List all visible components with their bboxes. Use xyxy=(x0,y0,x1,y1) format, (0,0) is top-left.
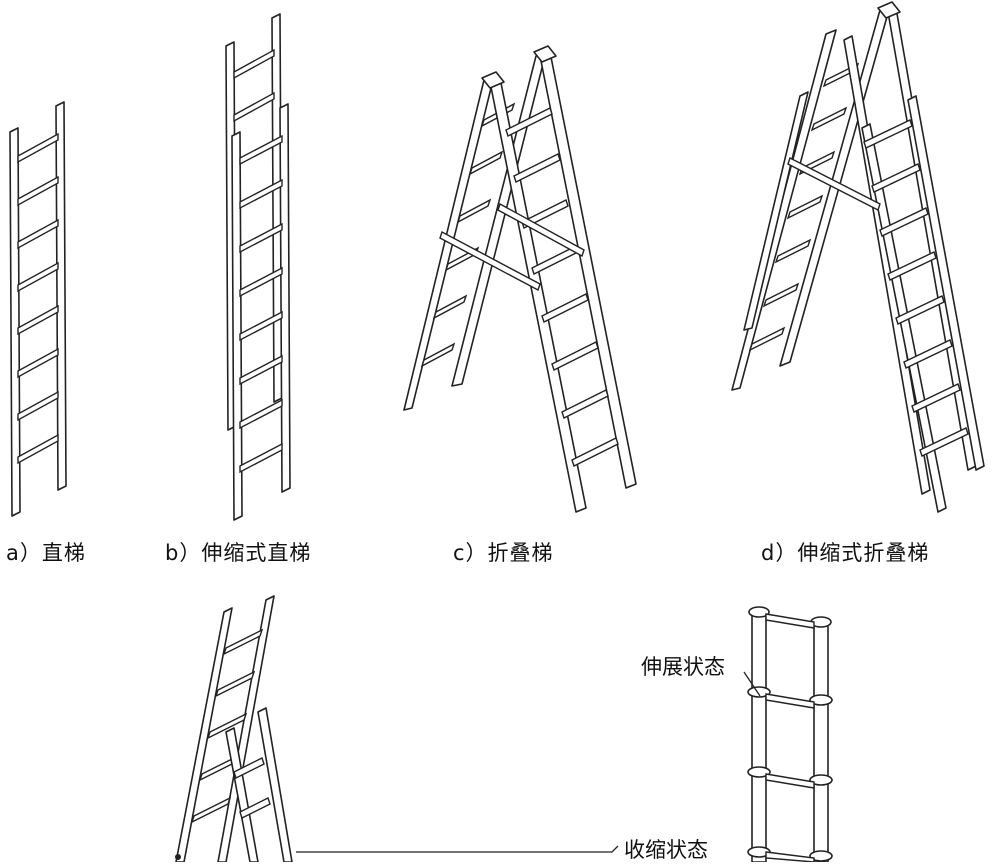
ladder-rung xyxy=(765,693,815,709)
caption-telescopic-folding-ladder: d）伸缩式折叠梯 xyxy=(761,541,930,565)
hinge-cap xyxy=(481,71,505,89)
ladder-rail xyxy=(489,77,587,513)
spreader-bar xyxy=(787,157,881,211)
telescopic-rod-ladder xyxy=(743,606,833,862)
straight-ladder xyxy=(9,101,67,517)
tube-collar xyxy=(747,766,771,778)
caption-folding-ladder: c）折叠梯 xyxy=(453,541,554,565)
telescopic-folding-ladder xyxy=(731,1,985,513)
ladder-rail xyxy=(231,131,243,521)
ladder-rail xyxy=(539,51,637,489)
ladder-rungs xyxy=(190,628,264,824)
hinge-cap xyxy=(877,1,901,19)
ladder-rung xyxy=(765,773,815,789)
ladder-rail xyxy=(175,607,233,862)
spreader-bar xyxy=(439,230,541,292)
tube-collar xyxy=(809,774,833,786)
folding-ladder xyxy=(403,45,637,513)
ladder-rail xyxy=(743,91,809,331)
tube-collar xyxy=(809,694,833,706)
ladder-rungs xyxy=(17,132,59,465)
caption-telescopic-straight-ladder: b）伸缩式直梯 xyxy=(165,541,312,565)
callout-leader xyxy=(743,671,761,697)
hinge-cap xyxy=(533,45,557,63)
ladder-rungs xyxy=(233,48,275,123)
tube-collar xyxy=(809,850,833,862)
tube-collar xyxy=(747,686,771,698)
ladder-rail xyxy=(731,29,837,391)
folding-ladder-partial xyxy=(175,595,293,862)
ladder-rung xyxy=(765,851,815,862)
spreader-bar xyxy=(497,202,585,258)
callout-leader xyxy=(296,845,619,853)
foot-dot xyxy=(175,854,181,860)
ladder-rungs xyxy=(233,757,271,819)
callout-extended-state: 伸展状态 xyxy=(641,651,725,681)
ladder-rung xyxy=(765,613,815,629)
ladder-tube xyxy=(813,621,829,862)
ladder-tube xyxy=(751,611,767,862)
ladder-rungs xyxy=(505,107,619,467)
ladder-rail xyxy=(55,101,67,491)
telescopic-straight-ladder xyxy=(225,13,291,521)
ladder-rungs xyxy=(863,119,969,457)
ladder-rail xyxy=(279,103,291,493)
ladder-rail xyxy=(843,35,931,495)
ladder-rail xyxy=(257,707,293,862)
caption-straight-ladder: a）直梯 xyxy=(6,541,86,565)
tube-collar xyxy=(748,606,770,618)
ladder-rail xyxy=(907,95,985,471)
ladder-rungs xyxy=(239,134,283,474)
callout-retracted-state: 收缩状态 xyxy=(624,834,708,864)
